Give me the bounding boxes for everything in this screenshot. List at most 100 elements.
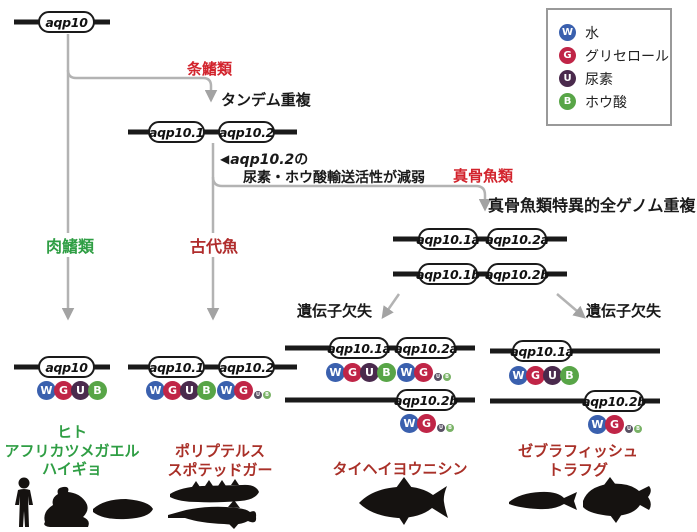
legend-box: W 水 G グリセロール U 尿素 B ホウ酸	[546, 8, 672, 126]
glycerol-badge: G	[414, 363, 433, 382]
water-badge: W	[400, 414, 419, 433]
badges-col3-aqp10-1a: W G U B	[326, 363, 396, 382]
annotation-detail: 尿素・ホウ酸輸送活性が減弱	[243, 170, 425, 186]
legend-item-urea: U 尿素	[559, 69, 670, 88]
badges-col4-aqp10-2b: W G U B	[588, 415, 642, 434]
clade-label-teleost: 真骨魚類	[453, 167, 514, 185]
gene-label: aqp10.1a	[510, 343, 574, 359]
species-list-col4: ゼブラフィッシュ トラフグ	[518, 442, 638, 479]
glycerol-badge: G	[559, 47, 576, 64]
gene-label: aqp10	[45, 359, 88, 375]
water-badge: W	[146, 381, 165, 400]
boric-acid-badge: B	[559, 93, 576, 110]
species-name-spotted-gar: スポテッドガー	[167, 460, 273, 479]
annotation-particle: の	[294, 152, 309, 168]
glycerol-badge: G	[234, 381, 253, 400]
frog-silhouette	[44, 486, 89, 527]
glycerol-badge: G	[605, 415, 624, 434]
legend-item-boric-acid: B ホウ酸	[559, 92, 670, 111]
species-name-african-clawed-frog: アフリカツメガエル	[4, 441, 140, 460]
legend-item-glycerol: G グリセロール	[559, 46, 670, 65]
urea-badge: U	[71, 381, 90, 400]
legend-label-urea: 尿素	[585, 71, 613, 88]
clade-label-lobe-finned: 肉鰭類	[44, 233, 97, 257]
clade-label-ray-finned: 条鰭類	[187, 60, 233, 78]
boric-acid-badge: B	[560, 366, 579, 385]
glycerol-badge: G	[163, 381, 182, 400]
clade-label-ancient-fish: 古代魚	[188, 233, 241, 257]
species-name-lungfish: ハイギョ	[42, 460, 102, 478]
annotation-gene-name: aqp10.2	[230, 152, 295, 168]
gene-box-wgd-2b: aqp10.2b	[485, 263, 549, 285]
glycerol-badge: G	[343, 363, 362, 382]
gene-loss-left-arrow	[381, 293, 401, 320]
legend-label-water: 水	[585, 25, 599, 42]
urea-badge: U	[180, 381, 199, 400]
water-badge: W	[559, 24, 576, 41]
badges-col4-aqp10-1a: W G U B	[509, 366, 579, 385]
gene-box-col2-aqp10-2: aqp10.2	[218, 356, 275, 378]
gene-label: aqp10.2b	[394, 392, 458, 408]
urea-badge: U	[543, 366, 562, 385]
event-label-gene-loss-right: 遺伝子欠失	[586, 302, 662, 320]
boric-acid-badge: B	[197, 381, 216, 400]
gene-label: aqp10.1b	[416, 266, 480, 282]
left-arrowhead-icon: ◀	[220, 152, 231, 166]
gene-label: aqp10.2a	[485, 231, 549, 247]
herring-silhouette	[359, 477, 448, 525]
polypterus-silhouette	[170, 479, 259, 503]
teleost-branch-arrow	[211, 176, 492, 212]
glycerol-badge: G	[54, 381, 73, 400]
gene-label: aqp10.2a	[394, 340, 458, 356]
water-badge: W	[397, 363, 416, 382]
species-name-pacific-herring: タイヘイヨウニシン	[332, 460, 468, 478]
badges-col3-aqp10-2a: W G U B	[397, 363, 451, 382]
boric-acid-weak-badge: B	[446, 424, 454, 432]
gene-label: aqp10.2	[218, 359, 275, 375]
urea-badge: U	[360, 363, 379, 382]
species-name-polypterus: ポリプテルス	[174, 442, 266, 460]
gene-label: aqp10.1	[148, 359, 205, 375]
glycerol-badge: G	[526, 366, 545, 385]
gene-box-root: aqp10	[38, 11, 95, 33]
species-name-torafugu: トラフグ	[547, 460, 609, 479]
gene-box-col3-aqp10-1a: aqp10.1a	[327, 337, 391, 359]
gene-label: aqp10.1	[148, 124, 205, 140]
annotation-aqp10-2: ◀aqp10.2の	[220, 149, 308, 169]
species-name-human: ヒト	[56, 423, 88, 441]
legend-label-boric-acid: ホウ酸	[585, 94, 627, 111]
ray-finned-branch-arrow	[66, 69, 218, 103]
species-list-col3: タイヘイヨウニシン	[332, 460, 467, 479]
water-badge: W	[217, 381, 236, 400]
boric-acid-weak-badge: B	[263, 391, 271, 399]
gene-label: aqp10.1a	[416, 231, 480, 247]
urea-weak-badge: U	[625, 425, 633, 433]
boric-acid-weak-badge: B	[443, 373, 451, 381]
legend-item-water: W 水	[559, 23, 670, 42]
spotted-gar-silhouette	[168, 500, 257, 529]
gene-label: aqp10.1a	[327, 340, 391, 356]
water-badge: W	[37, 381, 56, 400]
legend-label-glycerol: グリセロール	[585, 48, 669, 65]
gene-label: aqp10	[45, 14, 88, 30]
badges-col2-aqp10-1: W G U B	[146, 381, 216, 400]
event-label-teleost-wgd: 真骨魚類特異的全ゲノム重複	[488, 196, 696, 215]
event-label-gene-loss-left: 遺伝子欠失	[297, 302, 373, 320]
glycerol-badge: G	[417, 414, 436, 433]
boric-acid-weak-badge: B	[634, 425, 642, 433]
urea-badge: U	[559, 70, 576, 87]
boric-acid-badge: B	[377, 363, 396, 382]
gene-box-col3-aqp10-2b: aqp10.2b	[394, 389, 458, 411]
zebrafish-silhouette	[509, 491, 577, 510]
gene-box-col4-aqp10-1a: aqp10.1a	[510, 340, 574, 362]
badges-col2-aqp10-2: W G U B	[217, 381, 271, 400]
gene-label: aqp10.2b	[485, 266, 549, 282]
gene-box-col1-aqp10: aqp10	[38, 356, 95, 378]
gene-box-wgd-2a: aqp10.2a	[485, 228, 549, 250]
gene-box-col4-aqp10-2b: aqp10.2b	[582, 390, 646, 412]
species-name-zebrafish: ゼブラフィッシュ	[518, 442, 638, 460]
species-list-col1: ヒト アフリカツメガエル ハイギョ	[4, 423, 139, 479]
water-badge: W	[509, 366, 528, 385]
gene-loss-right-arrow	[556, 293, 586, 319]
